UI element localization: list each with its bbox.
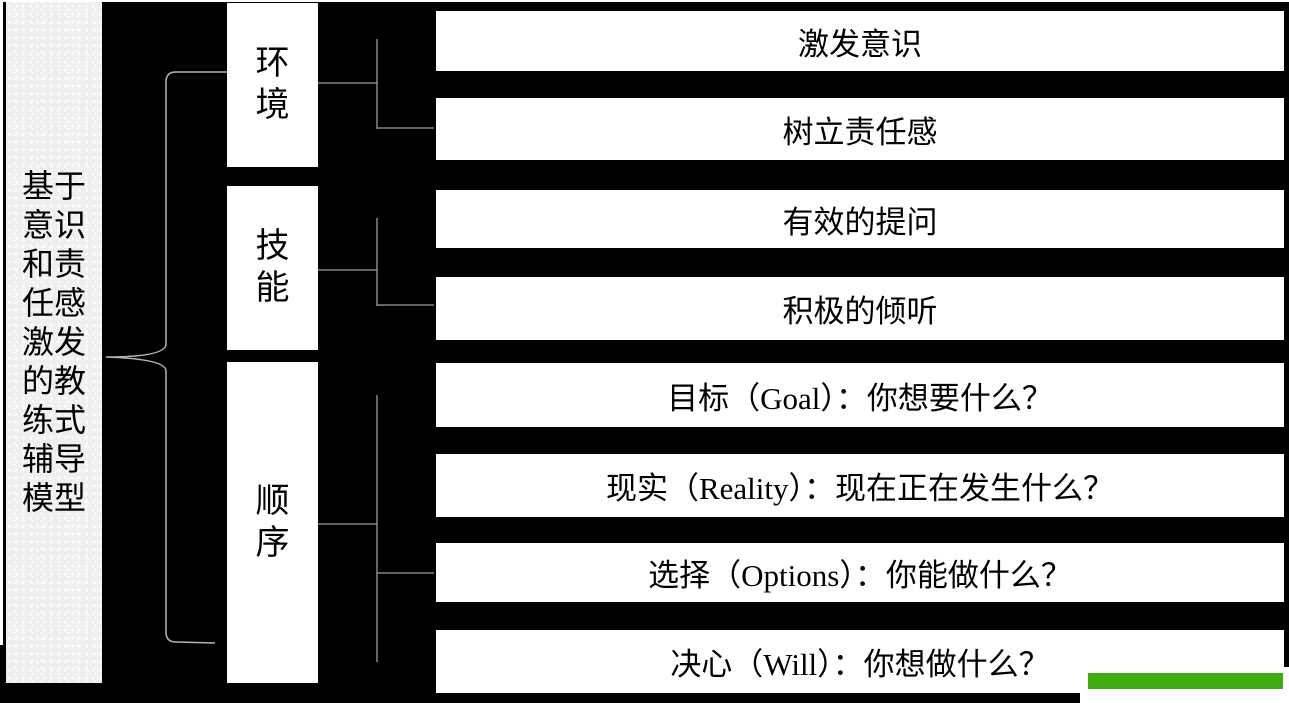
leaf-label: 有效的提问 xyxy=(782,204,938,240)
leaf-row-awareness: 激发意识 xyxy=(436,11,1284,71)
leaf-label: 目标（Goal）：你想要什么？ xyxy=(667,380,1053,416)
category-label: 环境 xyxy=(255,45,290,124)
category-label: 技能 xyxy=(255,228,290,307)
leaf-row-questioning: 有效的提问 xyxy=(436,190,1284,248)
root-label: 基于意识和责任感激发的教练式辅导模型 xyxy=(21,168,86,516)
category-box-environment: 环境 xyxy=(227,3,318,167)
corner-white-patch xyxy=(1080,690,1289,703)
leaf-label: 选择（Options）：你能做什么？ xyxy=(648,558,1072,593)
corner-white-patch xyxy=(1283,667,1289,703)
leaf-row-reality: 现实（Reality）：现在正在发生什么？ xyxy=(436,454,1284,517)
leaf-row-listening: 积极的倾听 xyxy=(436,277,1284,340)
leaf-row-options: 选择（Options）：你能做什么？ xyxy=(436,543,1284,602)
curly-brace-icon xyxy=(105,71,227,644)
root-box: 基于意识和责任感激发的教练式辅导模型 xyxy=(6,2,102,683)
branch-line-skills xyxy=(318,218,434,306)
leaf-label: 激发意识 xyxy=(798,26,922,62)
branch-line-sequence xyxy=(318,395,434,662)
leaf-row-goal: 目标（Goal）：你想要什么？ xyxy=(436,363,1284,427)
leaf-label: 决心（Will）：你想做什么？ xyxy=(670,647,1050,682)
page-edge-left xyxy=(0,0,3,645)
category-box-sequence: 顺序 xyxy=(227,362,318,683)
leaf-label: 积极的倾听 xyxy=(782,294,938,329)
category-label: 顺序 xyxy=(255,482,290,562)
leaf-label: 现实（Reality）：现在正在发生什么？ xyxy=(605,471,1115,506)
page-edge-top xyxy=(0,0,1289,2)
category-box-skills: 技能 xyxy=(227,186,318,350)
leaf-label: 树立责任感 xyxy=(782,114,938,150)
green-accent-bar xyxy=(1088,673,1283,689)
leaf-row-responsibility: 树立责任感 xyxy=(436,98,1284,160)
branch-line-environment xyxy=(318,39,434,129)
